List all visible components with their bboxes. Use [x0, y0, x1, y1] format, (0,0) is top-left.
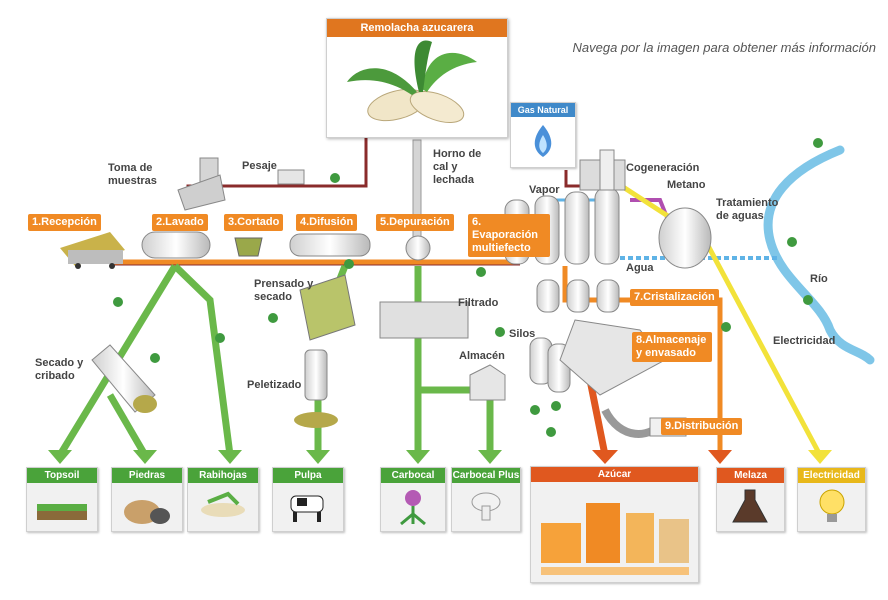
- step-distribucion[interactable]: 9.Distribución: [661, 418, 743, 435]
- label-peletizado: Peletizado: [247, 379, 302, 391]
- label-tratamiento: Tratamiento de aguas: [716, 197, 779, 222]
- step-almacenaje[interactable]: 8.Almacenaje y envasado: [632, 332, 712, 362]
- product-azucar[interactable]: Azúcar: [530, 466, 699, 583]
- lightbulb-icon: [819, 489, 845, 522]
- step-cortado[interactable]: 3.Cortado: [224, 214, 284, 231]
- label-prensado: Prensado y secado: [254, 278, 314, 303]
- green-arrowheads: [48, 450, 502, 464]
- azucar-arrowhead: [592, 450, 618, 464]
- step-depuracion[interactable]: 5.Depuración: [376, 214, 454, 231]
- label-almacen: Almacén: [459, 350, 505, 362]
- step-evaporacion[interactable]: 6. Evaporación multiefecto: [468, 214, 550, 257]
- product-pulpa-title: Pulpa: [273, 468, 343, 483]
- product-carbocal[interactable]: Carbocal: [380, 467, 446, 532]
- water-treatment-tank: [658, 207, 712, 269]
- silos: [529, 337, 571, 393]
- sugar-packages-icon: [541, 503, 689, 575]
- product-carbocal-plus-title: Carbocal Plus: [452, 468, 520, 483]
- product-pulpa[interactable]: Pulpa: [272, 467, 344, 532]
- gas-card-title: Gas Natural: [511, 103, 575, 117]
- step-cristalizacion[interactable]: 7.Cristalización: [630, 289, 719, 306]
- product-topsoil[interactable]: Topsoil: [26, 467, 98, 532]
- crystallizers: [536, 279, 620, 313]
- product-rabihojas[interactable]: Rabihojas: [187, 467, 259, 532]
- label-secado: Secado y cribado: [35, 357, 84, 382]
- mushroom-icon: [471, 492, 501, 521]
- press-dryer: [299, 274, 356, 341]
- product-melaza-title: Melaza: [717, 468, 784, 483]
- product-electricidad[interactable]: Electricidad: [797, 467, 866, 532]
- product-rabihojas-title: Rabihojas: [188, 468, 258, 483]
- thistle-icon: [400, 490, 426, 526]
- drying-drum: [91, 344, 157, 413]
- melaza-arrowhead: [708, 450, 732, 464]
- lime-store-house: [469, 364, 506, 401]
- label-agua: Agua: [626, 262, 654, 274]
- beet-tails-icon: [201, 491, 245, 517]
- product-piedras-title: Piedras: [112, 468, 182, 483]
- cutter-bin: [234, 237, 263, 257]
- river: [763, 145, 875, 365]
- pelletizer: [294, 349, 338, 428]
- beet-card-title: Remolacha azucarera: [327, 19, 507, 37]
- navigation-hint: Navega por la imagen para obtener más in…: [572, 40, 876, 55]
- beet-card[interactable]: Remolacha azucarera: [326, 18, 508, 138]
- label-toma: Toma de muestras: [108, 162, 157, 187]
- sampler-machine: [177, 157, 226, 211]
- molasses-flask-icon: [732, 489, 768, 523]
- product-topsoil-title: Topsoil: [27, 468, 97, 483]
- diffuser-drum: [289, 233, 371, 257]
- label-filtrado: Filtrado: [458, 297, 499, 309]
- label-pesaje: Pesaje: [242, 160, 277, 172]
- label-horno: Horno de cal y lechada: [433, 148, 482, 186]
- flame-icon: [534, 125, 552, 157]
- step-difusion[interactable]: 4.Difusión: [296, 214, 358, 231]
- weighbridge: [277, 169, 305, 185]
- step-recepcion[interactable]: 1.Recepción: [28, 214, 101, 231]
- electricidad-arrowhead: [808, 450, 832, 464]
- reception-truck: [60, 232, 125, 269]
- washer-tank: [141, 231, 211, 259]
- cogeneration-plant: [579, 149, 626, 191]
- product-piedras[interactable]: Piedras: [111, 467, 183, 532]
- product-azucar-title: Azúcar: [531, 467, 698, 482]
- product-melaza[interactable]: Melaza: [716, 467, 785, 532]
- label-cogeneracion: Cogeneración: [626, 162, 700, 174]
- product-carbocal-plus[interactable]: Carbocal Plus: [451, 467, 521, 532]
- cow-icon: [290, 495, 324, 522]
- label-electricidad: Electricidad: [773, 335, 836, 347]
- soil-icon: [37, 504, 87, 520]
- label-metano: Metano: [667, 179, 706, 191]
- product-carbocal-title: Carbocal: [381, 468, 445, 483]
- filter-press: [379, 301, 469, 339]
- label-rio: Río: [810, 273, 828, 285]
- trees: [113, 138, 823, 437]
- step-lavado[interactable]: 2.Lavado: [152, 214, 208, 231]
- lime-kiln: [405, 139, 431, 261]
- stones-icon: [124, 500, 170, 524]
- natural-gas-card[interactable]: Gas Natural: [510, 102, 576, 168]
- label-silos: Silos: [509, 328, 536, 340]
- label-vapor: Vapor: [529, 184, 560, 196]
- product-electricidad-title: Electricidad: [798, 468, 865, 483]
- beet-icon: [347, 40, 477, 124]
